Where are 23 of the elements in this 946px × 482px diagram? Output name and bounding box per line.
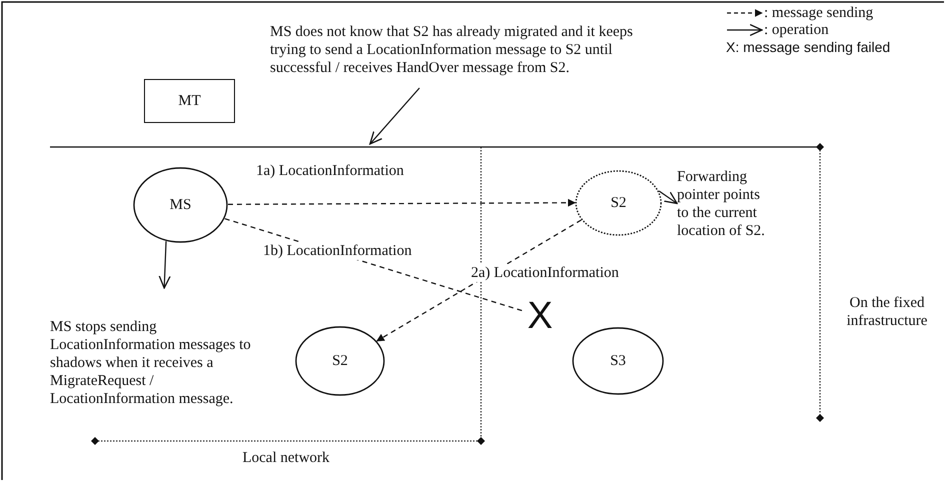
node-label: S3 [610, 352, 626, 370]
node-label: S2 [610, 194, 626, 212]
node-label: S2 [332, 352, 348, 370]
edge-label: 1a) LocationInformation [255, 162, 405, 180]
node-label: MS [170, 196, 192, 214]
arrow [658, 190, 678, 204]
legend-text: X: message sending failed [726, 38, 890, 56]
note-text: Forwarding pointer points to the current location of S2. [677, 168, 766, 240]
process-box [144, 79, 235, 123]
region-label: Local network [241, 449, 331, 467]
note-text: MS does not know that S2 has already migrated and it keeps trying to send a LocationInformation message to S2 until successful / receives HandOver message from S2. [270, 23, 634, 77]
message-arrow [376, 219, 582, 342]
failure-mark: X [527, 297, 553, 335]
arrow [369, 88, 420, 145]
edge-label: 1b) LocationInformation [262, 242, 413, 260]
legend-text: : operation [764, 21, 829, 39]
legend-text: : message sending [764, 4, 874, 22]
message-arrow [228, 198, 576, 207]
arrow [158, 241, 171, 289]
node-label: MT [178, 92, 201, 110]
note-text: MS stops sending LocationInformation messages to shadows when it receives a MigrateRequest / LocationInformation message. [50, 318, 252, 408]
region-label: On the fixed infrastructure [846, 294, 928, 330]
edge-label: 2a) LocationInformation [470, 264, 620, 282]
